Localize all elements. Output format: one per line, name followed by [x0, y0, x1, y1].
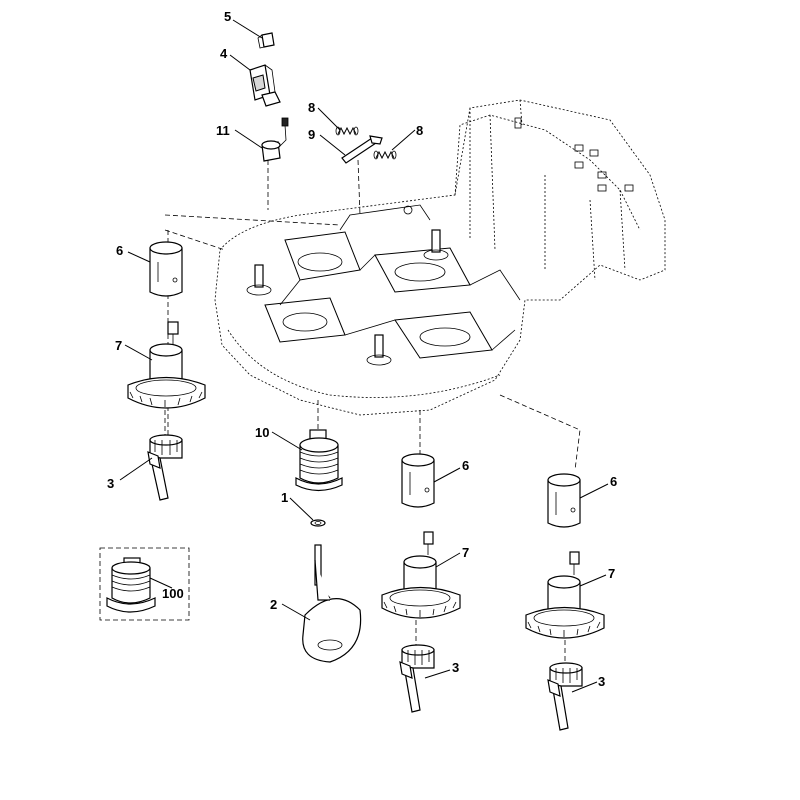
part-9-lever — [341, 135, 383, 164]
part-6-sleeve-left — [149, 241, 183, 297]
callout-10: 10 — [255, 425, 269, 440]
part-11-sensor-cable — [261, 117, 289, 162]
part-3-blade-holder-right — [547, 662, 583, 731]
callout-4: 4 — [220, 46, 228, 61]
part-1-washer — [310, 519, 326, 527]
callout-6-right: 6 — [610, 474, 617, 489]
part-7-motor-left — [127, 321, 206, 409]
part-3-blade-holder-left — [147, 434, 183, 501]
callout-3-left: 3 — [107, 476, 114, 491]
callout-2: 2 — [270, 597, 277, 612]
chassis-housing — [214, 99, 666, 416]
callout-100: 100 — [162, 586, 184, 601]
callout-7-right: 7 — [608, 566, 615, 581]
callout-8-left: 8 — [308, 100, 315, 115]
callout-3-right: 3 — [598, 674, 605, 689]
callout-7-middle: 7 — [462, 545, 469, 560]
part-100-kit — [99, 547, 190, 621]
callout-3-middle: 3 — [452, 660, 459, 675]
part-2-adjust-knob — [302, 544, 362, 663]
part-7-motor-right — [525, 551, 605, 639]
part-6-sleeve-right — [547, 473, 581, 528]
part-4-sensor-bracket — [249, 64, 281, 107]
part-7-motor-middle — [381, 531, 461, 619]
callout-9: 9 — [308, 127, 315, 142]
leader-lines — [119, 19, 609, 693]
part-3-blade-holder-middle — [399, 644, 435, 713]
callout-1: 1 — [281, 490, 288, 505]
part-8-spring-right — [373, 150, 397, 160]
callout-7-left: 7 — [115, 338, 122, 353]
part-10-height-adjuster — [295, 429, 343, 492]
part-8-spring-left — [335, 126, 359, 136]
part-6-sleeve-middle — [401, 453, 435, 508]
callout-11: 11 — [216, 123, 230, 138]
part-5-clip — [257, 32, 275, 49]
callout-labels: 5 4 11 8 9 8 6 7 3 10 1 2 100 6 7 3 6 7 … — [107, 9, 617, 689]
callout-6-left: 6 — [116, 243, 123, 258]
assembly-guide-lines — [164, 159, 581, 665]
callout-6-middle: 6 — [462, 458, 469, 473]
callout-5: 5 — [224, 9, 231, 24]
callout-8-right: 8 — [416, 123, 423, 138]
